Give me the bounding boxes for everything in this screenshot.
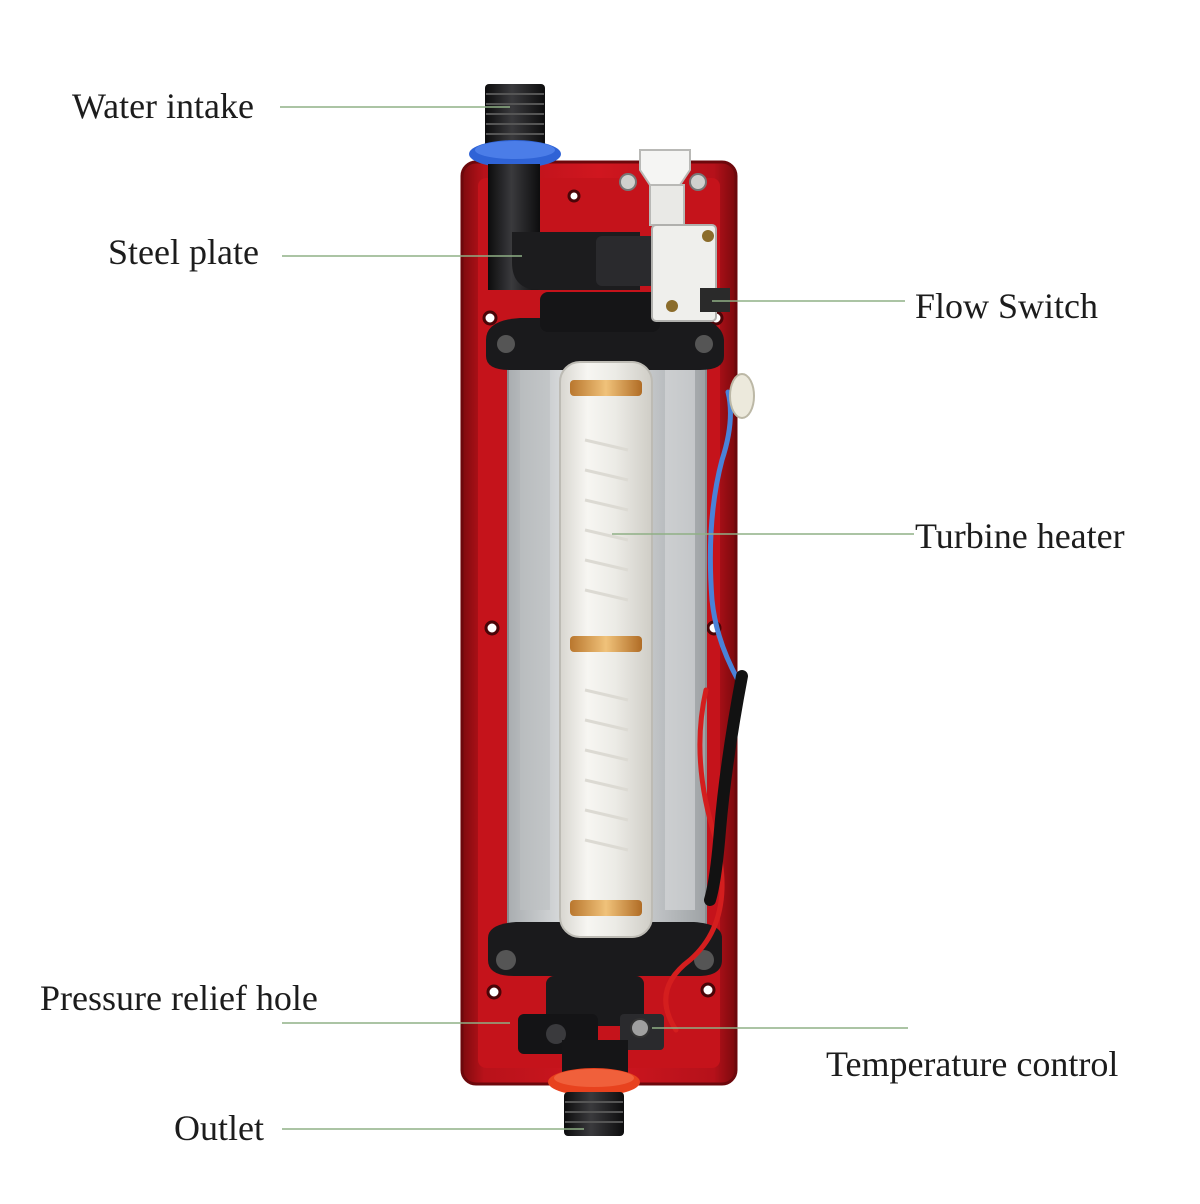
label-temperature-control: Temperature control — [826, 1044, 1119, 1084]
turbine-heater-tube — [559, 361, 653, 938]
wires — [663, 373, 755, 1033]
bottom-bracket — [488, 922, 722, 976]
label-outlet: Outlet — [174, 1108, 264, 1148]
label-pressure-relief-hole: Pressure relief hole — [40, 978, 318, 1018]
label-turbine-heater: Turbine heater — [915, 516, 1125, 556]
label-steel-plate: Steel plate — [108, 232, 259, 272]
label-flow-switch: Flow Switch — [915, 286, 1099, 326]
flow-switch — [619, 149, 730, 322]
leader-lines — [280, 106, 914, 1130]
label-water-intake: Water intake — [72, 86, 255, 126]
outlet-fitting — [518, 976, 664, 1136]
water-intake-fitting — [469, 84, 660, 332]
